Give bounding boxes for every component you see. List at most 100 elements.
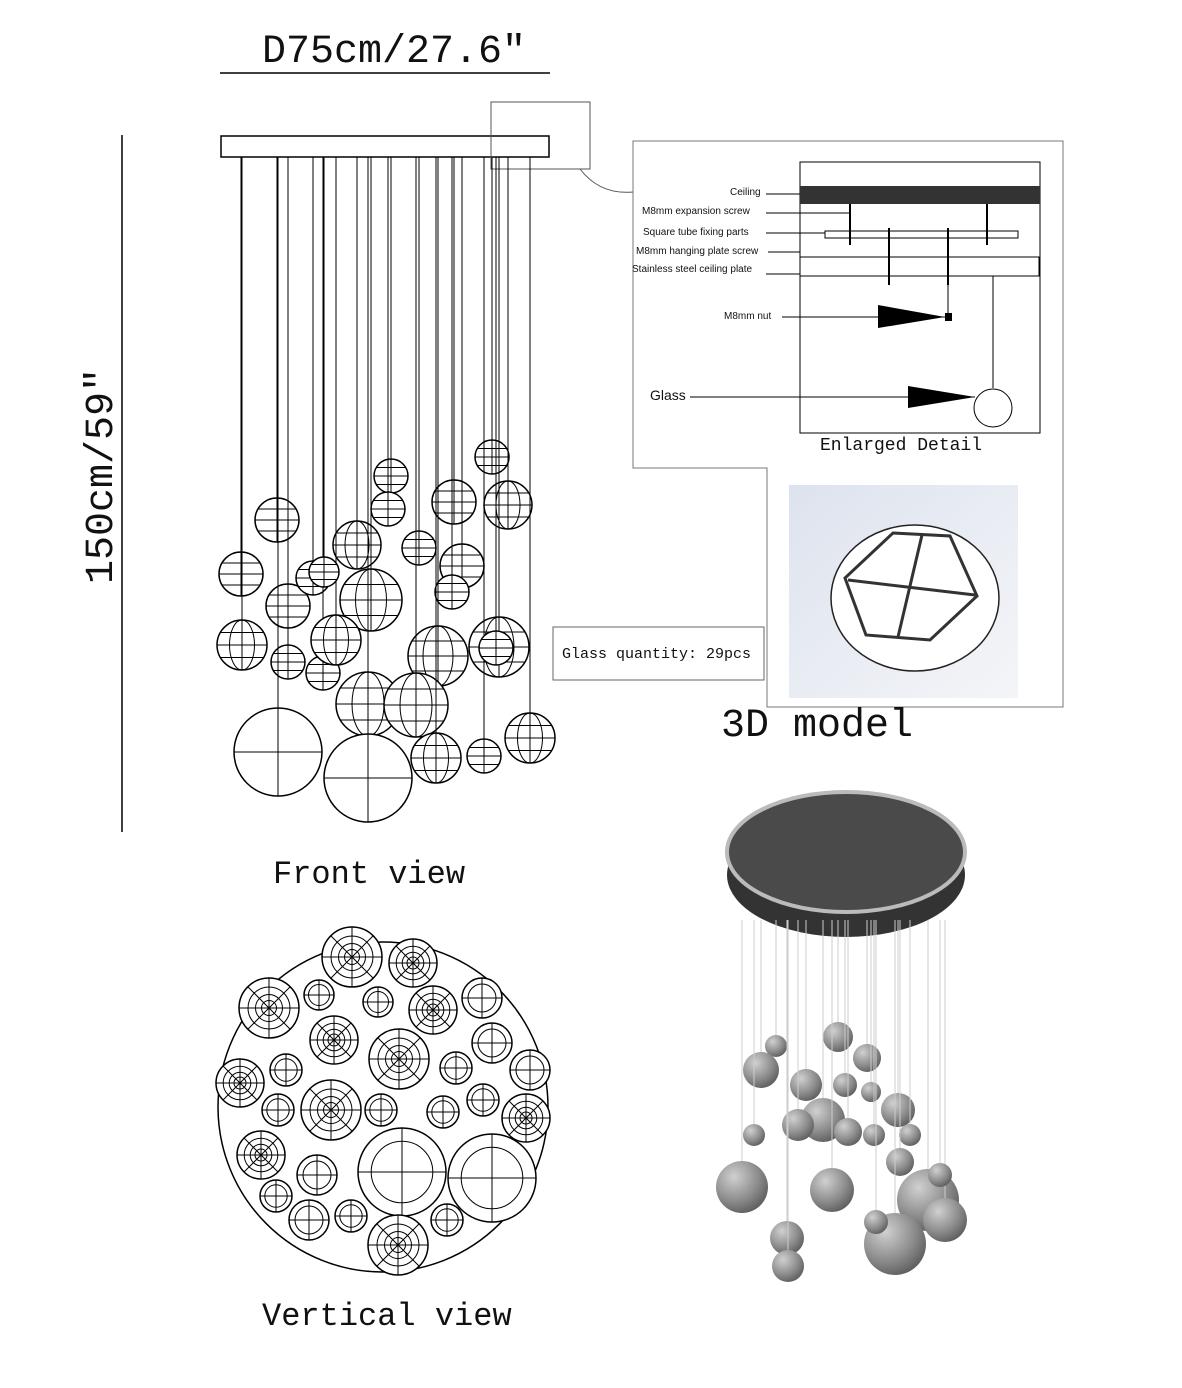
label-ceiling-plate: Stainless steel ceiling plate (632, 264, 753, 275)
glass-ball-top (426, 1095, 460, 1129)
glass-ball-top (362, 986, 394, 1018)
stainless-plate (799, 256, 1040, 277)
glass-quantity-box (552, 626, 765, 681)
enlarged-detail (690, 161, 1041, 434)
glass-ball (383, 157, 449, 738)
glass-ball-top (408, 985, 458, 1035)
glass-ball (310, 157, 362, 666)
detail-callout-box (490, 101, 591, 170)
glass-ball-3d (716, 920, 768, 1213)
label-ceiling: Ceiling (730, 187, 761, 198)
glass-ball (216, 157, 268, 671)
glass-ball (270, 157, 306, 680)
enlarged-detail-title: Enlarged Detail (820, 436, 983, 456)
glass-ball (504, 157, 556, 764)
glass-ball-top (309, 1015, 359, 1065)
3d-render-hexframe (789, 485, 1018, 698)
glass-ball-top (300, 1079, 362, 1141)
glass-ball-3d (881, 920, 915, 1127)
glass-ball-3d (863, 920, 885, 1146)
glass-ball-top (334, 1199, 368, 1233)
glass-ball-top (509, 1049, 551, 1091)
glass-ball (295, 157, 331, 596)
label-square-tube: Square tube fixing parts (643, 227, 749, 238)
glass-ball (308, 157, 340, 588)
glass-ball-top (321, 926, 383, 988)
glass-ball-3d (923, 920, 967, 1242)
glass-ball-top (236, 1130, 286, 1180)
label-glass: Glass (650, 387, 686, 403)
glass-ball-top (439, 1051, 473, 1085)
vertical-view-title: Vertical view (262, 1298, 512, 1335)
glass-ball (407, 157, 469, 687)
glass-ball (973, 388, 1013, 428)
glass-ball (478, 157, 514, 666)
glass-ball-top (471, 1022, 513, 1064)
glass-ball (474, 157, 510, 475)
glass-ball-3d (886, 920, 914, 1176)
glass-ball-top (303, 979, 335, 1011)
glass-ball (339, 157, 403, 632)
glass-ball-3d (861, 920, 881, 1102)
glass-ball-3d (790, 920, 822, 1101)
glass-ball-3d (853, 920, 881, 1072)
3d-model-title: 3D model (721, 704, 914, 749)
glass-ball-top (447, 1133, 537, 1223)
glass-ball-top (368, 1028, 430, 1090)
glass-ball-3d (810, 920, 854, 1212)
glass-ball-top (238, 977, 300, 1039)
glass-ball-top (357, 1127, 447, 1217)
glass-ball-3d (864, 920, 888, 1234)
glass-ball (373, 157, 409, 494)
ceiling-hatch (800, 186, 1040, 204)
glass-ball-3d (770, 920, 804, 1255)
glass-ball (233, 157, 323, 797)
glass-ball-top (215, 1058, 265, 1108)
glass-ball-3d (833, 920, 857, 1097)
ceiling-plate (220, 135, 550, 158)
glass-ball-top (466, 1083, 500, 1117)
glass-ball (431, 157, 477, 525)
label-nut: M8mm nut (724, 311, 772, 322)
glass-ball-top (269, 1053, 303, 1087)
glass-ball-3d (772, 920, 804, 1282)
glass-ball (254, 157, 300, 543)
glass-ball-top (367, 1214, 429, 1276)
glass-ball-top (261, 1093, 295, 1127)
diameter-label: D75cm/27.6″ (262, 30, 527, 75)
square-tube (824, 230, 1019, 239)
glass-ball (370, 157, 406, 527)
front-view (216, 157, 556, 823)
glass-ball-top (259, 1179, 293, 1213)
glass-ball-top (288, 1199, 330, 1241)
glass-ball-top (388, 938, 438, 988)
glass-ball (332, 157, 382, 570)
glass-quantity: Glass quantity: 29pcs (562, 646, 752, 663)
glass-ball-3d (928, 920, 952, 1187)
glass-ball-3d (743, 920, 765, 1146)
label-hanging-screw: M8mm hanging plate screw (636, 246, 759, 257)
3d-model-render (716, 790, 967, 1282)
height-label: 150cm/59″ (80, 367, 125, 584)
glass-ball-3d (834, 920, 862, 1146)
front-view-title: Front view (273, 856, 466, 893)
glass-ball (218, 157, 264, 597)
glass-ball-top (461, 977, 503, 1019)
glass-ball-3d (765, 920, 787, 1057)
label-expansion-screw: M8mm expansion screw (642, 206, 750, 217)
glass-ball-3d (899, 920, 921, 1146)
vertical-view (215, 926, 551, 1276)
glass-ball (401, 157, 437, 566)
glass-ball (410, 157, 462, 784)
glass-ball-3d (743, 920, 779, 1088)
glass-ball-3d (897, 920, 959, 1231)
glass-ball-3d (782, 920, 814, 1141)
glass-ball (305, 157, 341, 691)
glass-ball-top (364, 1093, 398, 1127)
glass-ball (468, 157, 530, 678)
glass-ball (323, 157, 413, 823)
glass-ball (434, 157, 470, 610)
glass-ball-top (296, 1154, 338, 1196)
callout-leader (579, 168, 634, 193)
